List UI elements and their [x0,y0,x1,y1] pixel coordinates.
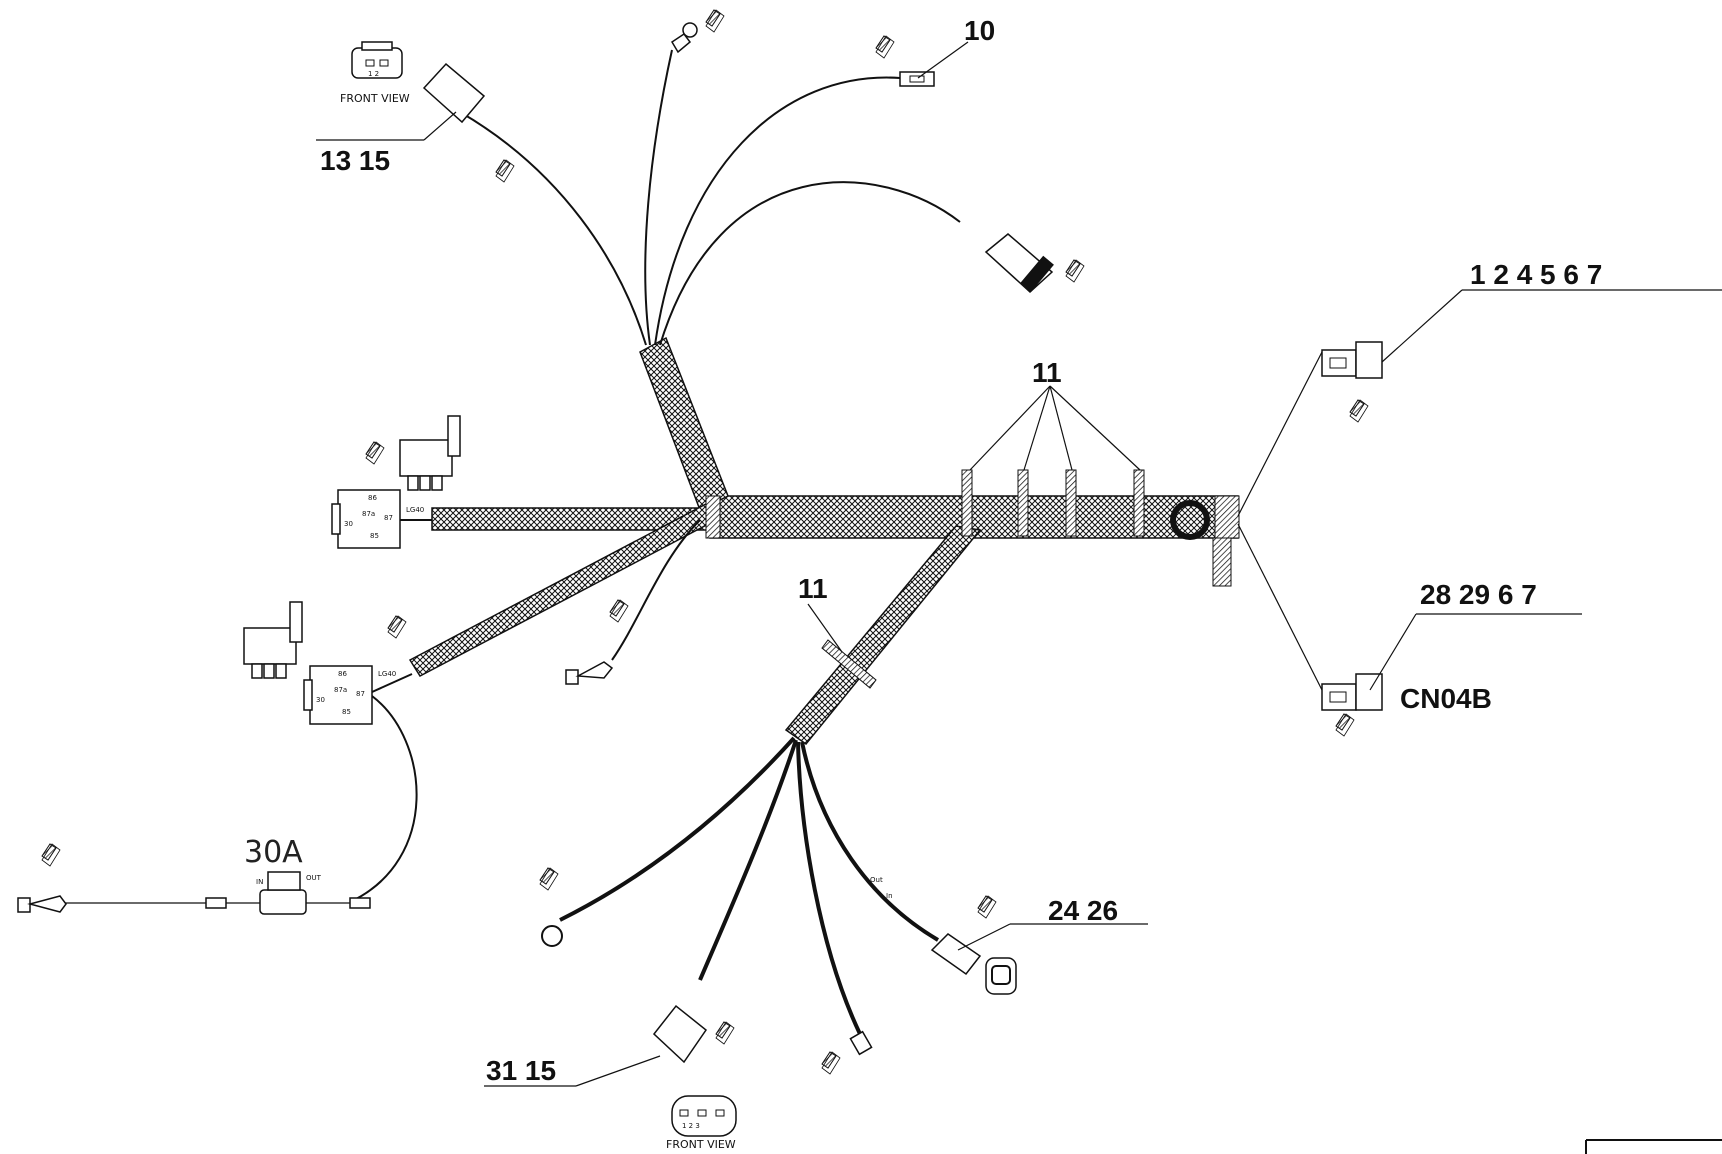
ring-terminal-middle [565,661,614,685]
callout-31-15: 31 15 [486,1055,556,1086]
ring-terminal-top [670,22,698,54]
ring-terminal-bottom [541,925,563,947]
wire-to-31-connector [698,739,798,981]
relay-pin-87-upper: 87 [384,514,393,522]
connector-upper-right [984,233,1054,294]
terminal-10 [899,71,935,87]
fuse-rating-label: 30A [244,835,303,870]
relay-pin-86-upper: 86 [368,494,377,502]
leader-lines [316,41,1722,1087]
front-view-3pin-connector: 1 2 3 FRONT VIEW [666,1095,737,1151]
upper-trunk [639,336,729,512]
connector-cn04b [1321,673,1383,711]
relay-pin-87a-upper: 87a [362,510,375,518]
relay-lg40-lower: LG40 [378,670,396,678]
callout-cn04b: CN04B [1400,683,1492,714]
terminal-bottom [849,1030,873,1056]
callout-11-middle: 11 [798,573,828,604]
wire-relay-fuse [349,695,418,903]
fuse-holder: 30A IN OUT [205,835,371,915]
relay-pin-30-upper: 30 [344,520,353,528]
wire-to-terminal-10 [654,76,901,346]
relay-pin-87a-lower: 87a [334,686,347,694]
connector-13-15 [422,62,486,124]
ring-terminal-left [17,895,67,913]
pin-numbers-bottom: 1 2 3 [682,1122,700,1130]
front-view-label-bottom: FRONT VIEW [666,1138,736,1151]
connector-24-26: Out In [870,876,1017,995]
wire-to-ring-middle [611,519,701,661]
connector-1-7 [1321,341,1383,379]
callout-11-top: 11 [1032,357,1062,388]
relay-pin-86-lower: 86 [338,670,347,678]
relay-upper-symbol: 86 87a 87 30 85 LG40 [331,489,424,549]
relay-pin-85-upper: 85 [370,532,379,540]
lower-trunk [784,525,982,746]
wire-to-ring-top [644,49,673,346]
main-trunk [709,495,1240,587]
wire-to-ring-bottom [559,736,796,922]
relay-lower-symbol: 86 87a 87 30 85 LG40 [303,665,396,725]
out-label: Out [870,876,883,884]
fuse-in-label: IN [256,878,263,886]
wire-to-connector-right [659,181,961,346]
hatched-tags [41,9,1369,1075]
junction-clamp [705,495,721,539]
relay-pin-87-lower: 87 [356,690,365,698]
relay-lg40-upper: LG40 [406,506,424,514]
callout-28-29-6-7: 28 29 6 7 [1420,579,1537,610]
in-label: In [886,892,893,900]
relay-pin-30-lower: 30 [316,696,325,704]
relay-lower-housing [243,601,303,679]
front-view-2pin-connector: 1 2 FRONT VIEW [340,41,410,105]
relay-upper-housing [399,415,461,491]
wire-to-connector-cn04b [1237,523,1323,691]
callout-10: 10 [964,15,995,46]
callout-1-7: 1 2 4 5 6 7 [1470,259,1602,290]
pin-numbers-top: 1 2 [368,70,379,78]
title-block-corner [1585,1139,1722,1154]
relay-pin-85-lower: 85 [342,708,351,716]
wire-to-connector-1-7 [1237,351,1323,517]
trunk-clips [821,469,1145,689]
wire-to-terminal-bottom [796,741,862,1035]
wire-relay-lower [371,673,413,693]
callout-24-26: 24 26 [1048,895,1118,926]
front-view-label-top: FRONT VIEW [340,92,410,105]
wire-to-front-view-connector [459,111,647,346]
fuse-out-label: OUT [306,874,322,882]
wire-to-24-26 [800,741,940,942]
callout-13-15: 13 15 [320,145,390,176]
connector-31-15 [652,1004,708,1064]
